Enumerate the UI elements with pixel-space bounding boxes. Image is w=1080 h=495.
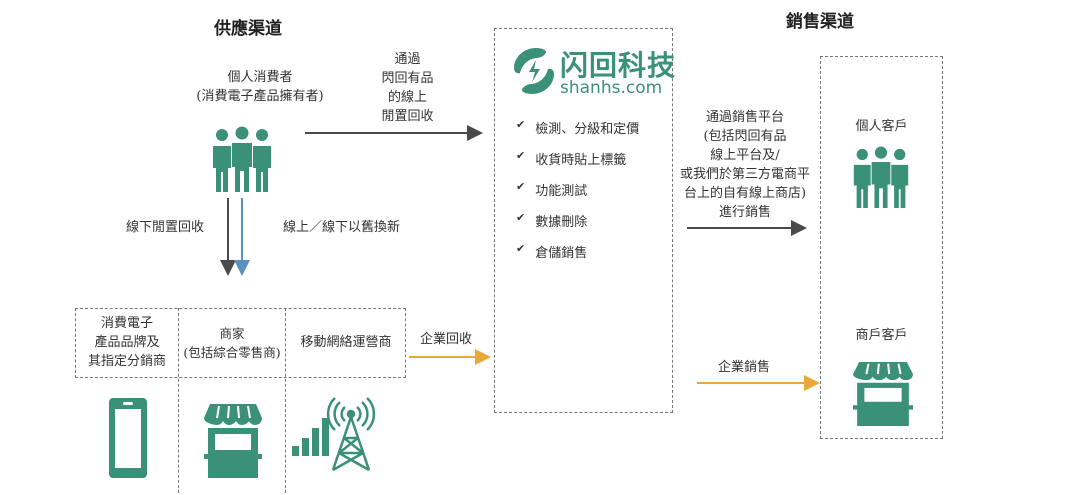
online-recycle-label: 通過閃回有品的線上閒置回收 [381,52,434,124]
people-icon [213,126,271,192]
check-icon: ✔ [516,242,526,255]
divider [285,308,286,493]
sales-title: 銷售渠道 [786,12,854,32]
customers-box [820,56,943,439]
company-box [494,28,673,413]
trade-in-label: 線上／線下以舊換新 [283,220,401,235]
partners-box [75,308,406,378]
check-icon: ✔ [516,118,526,131]
cell-tower-icon [292,397,376,472]
divider [178,308,179,493]
partner-brands-label: 消費電子產品品牌及其指定分銷商 [87,316,166,369]
platform-sales-label: 通過銷售平台(包括閃回有品線上平台及/或我們於第三方電商平台上的自有線上商店)進… [680,110,811,220]
individual-customer-label: 個人客戶 [855,119,908,134]
supply-title: 供應渠道 [214,19,282,39]
shanhs-logo-icon [514,48,554,94]
check-icon: ✔ [516,211,526,224]
logo-url: shanhs.com [560,78,663,98]
list-item: ✔收貨時貼上標籤 [516,149,639,180]
list-item: ✔檢測、分級和定價 [516,118,639,149]
list-item: ✔數據刪除 [516,211,639,242]
merchant-customer-label: 商戶客戶 [855,328,908,343]
phone-icon [109,398,147,478]
partner-merchants-label: 商家(包括綜合零售商) [183,326,281,360]
check-icon: ✔ [516,180,526,193]
enterprise-recycle-label: 企業回收 [420,332,473,347]
list-item: ✔倉儲銷售 [516,242,639,273]
shop-icon [853,362,913,426]
shop-icon [204,404,262,478]
individual-label: 個人消費者(消費電子產品擁有者) [196,70,324,104]
check-icon: ✔ [516,149,526,162]
logo-chinese: 闪回科技 [560,49,677,82]
services-list: ✔檢測、分級和定價 ✔收貨時貼上標籤 ✔功能測試 ✔數據刪除 ✔倉儲銷售 [516,118,639,273]
partner-operators-label: 移動網絡運營商 [300,335,392,350]
offline-recycle-label: 線下閒置回收 [126,220,205,235]
enterprise-sales-label: 企業銷售 [718,360,771,375]
people-icon [853,146,909,208]
list-item: ✔功能測試 [516,180,639,211]
